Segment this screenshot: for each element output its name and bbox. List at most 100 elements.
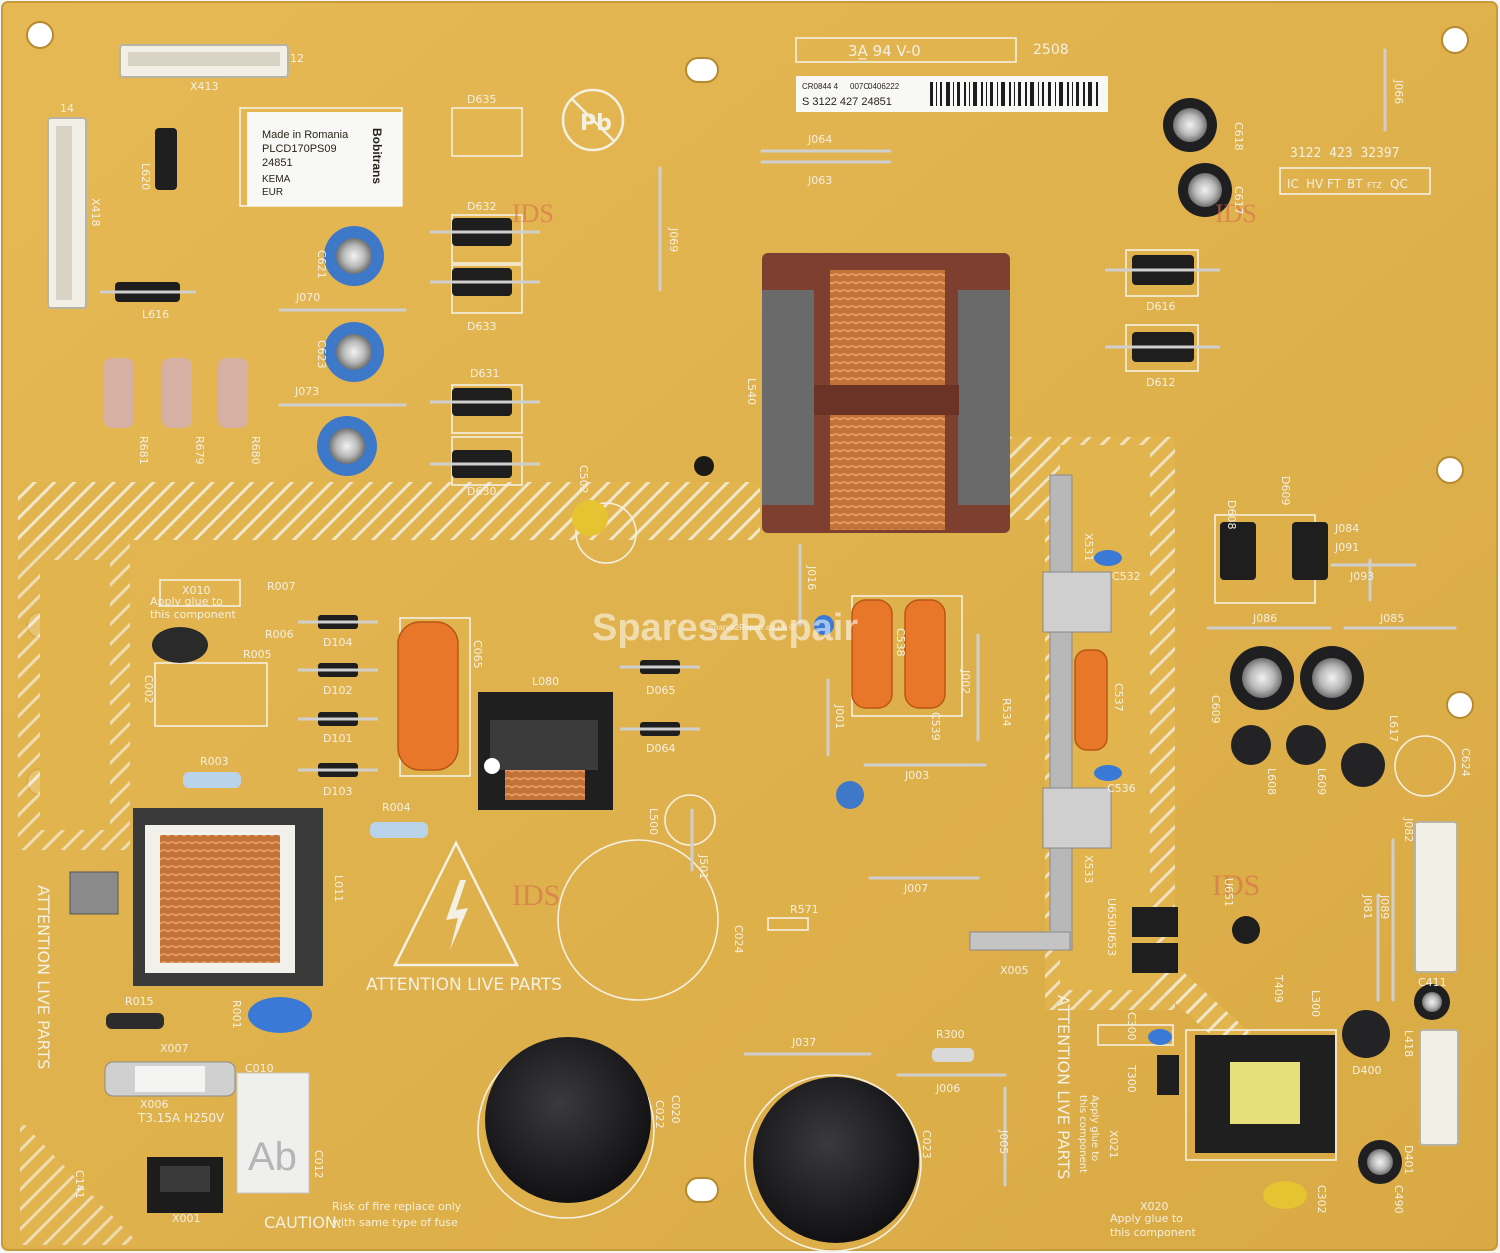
glue-note-bottom-2: this component xyxy=(1110,1226,1196,1239)
label-R007: R007 xyxy=(267,580,296,593)
label-X005: X005 xyxy=(1000,964,1029,977)
transformer-L080 xyxy=(478,692,613,810)
label-L617: L617 xyxy=(1387,715,1400,742)
part-number-text: 3122 423 32397 xyxy=(1290,146,1400,161)
label-R015: R015 xyxy=(125,995,154,1008)
label-C618: C618 xyxy=(1232,122,1245,151)
label-C024: C024 xyxy=(732,925,745,954)
label-R679: R679 xyxy=(193,436,206,465)
barcode-line2: S 3122 427 24851 xyxy=(802,96,892,108)
label-J037: J037 xyxy=(791,1036,816,1049)
label-J086: J086 xyxy=(1252,612,1277,625)
label-C141: C141 xyxy=(73,1170,86,1199)
label-12: 12 xyxy=(290,52,304,65)
label-X418: X418 xyxy=(89,198,102,227)
resistors xyxy=(104,358,974,1062)
label-L609: L609 xyxy=(1315,768,1328,795)
label-D635: D635 xyxy=(467,93,496,106)
board-hole xyxy=(694,456,714,476)
fuse-X006 xyxy=(104,1061,236,1097)
label-J016: J016 xyxy=(805,565,818,590)
label-X020: X020 xyxy=(1140,1200,1169,1213)
label-C624: C624 xyxy=(1459,748,1472,777)
label-C532: C532 xyxy=(1112,570,1141,583)
barcode-line1-a: CR0844 4 xyxy=(802,82,839,91)
common-mode-choke-L540 xyxy=(762,253,1010,533)
label-C411: C411 xyxy=(1418,976,1447,989)
label-R534: R534 xyxy=(1000,698,1013,727)
label-J073: J073 xyxy=(294,385,319,398)
label-L540: L540 xyxy=(745,378,758,405)
label-R003: R003 xyxy=(200,755,229,768)
label-J093: J093 xyxy=(1349,570,1374,583)
label-T409: T409 xyxy=(1272,974,1285,1003)
jumper-wires xyxy=(278,48,1457,1187)
label-J085: J085 xyxy=(1379,612,1404,625)
qc-box-4: FTZ xyxy=(1367,181,1382,190)
attention-live-parts-right: ATTENTION LIVE PARTS xyxy=(1054,995,1073,1179)
sticker-line1: Made in Romania xyxy=(262,129,349,141)
label-J070: J070 xyxy=(295,291,320,304)
barcode-label: CR0844 4 007C 0406222 S 3122 427 24851 xyxy=(796,76,1108,112)
label-R680: R680 xyxy=(249,436,262,465)
label-J063: J063 xyxy=(807,174,832,187)
label-R681: R681 xyxy=(137,436,150,465)
label-X531: X531 xyxy=(1082,533,1095,562)
isolation-hatch xyxy=(18,437,1280,1245)
heatsink-bracket xyxy=(969,474,1112,951)
label-L080: L080 xyxy=(532,675,559,688)
sticker-kema-bottom: EUR xyxy=(262,187,283,198)
watermark-small: Spares2Repair.co.uk © xyxy=(708,623,795,632)
label-R005: R005 xyxy=(243,648,272,661)
label-D064: D064 xyxy=(646,742,675,755)
label-C617: C617 xyxy=(1232,186,1245,215)
label-D101: D101 xyxy=(323,732,352,745)
label-D065: D065 xyxy=(646,684,675,697)
sticker-line3: 24851 xyxy=(262,157,293,169)
label-J005: J005 xyxy=(997,1129,1010,1154)
caution-line2: with same type of fuse xyxy=(332,1216,458,1229)
qc-box-0: IC xyxy=(1287,177,1299,191)
label-D608: D608 xyxy=(1225,500,1238,529)
label-J006: J006 xyxy=(935,1082,960,1095)
lead-free-icon: Pb xyxy=(561,88,625,152)
label-J501: J501 xyxy=(697,854,710,879)
ids-marks: IDS IDS IDS IDS xyxy=(512,199,1260,912)
caution-line1: Risk of fire replace only xyxy=(332,1200,462,1213)
label-D103: D103 xyxy=(323,785,352,798)
label-C300: C300 xyxy=(1125,1012,1138,1041)
glue-note-right-2: this component xyxy=(1077,1095,1088,1173)
label-J066: J066 xyxy=(1392,79,1405,104)
label-X021: X021 xyxy=(1107,1130,1120,1159)
label-D633: D633 xyxy=(467,320,496,333)
x-capacitor-C010 xyxy=(236,1072,310,1194)
label-L500: L500 xyxy=(647,808,660,835)
label-C621: C621 xyxy=(315,250,328,279)
label-C022: C022 xyxy=(653,1100,666,1129)
label-D401: D401 xyxy=(1402,1145,1415,1174)
qc-box-3: BT xyxy=(1347,177,1363,191)
label-R001: R001 xyxy=(230,1000,243,1029)
glue-note-bottom-1: Apply glue to xyxy=(1110,1212,1183,1225)
qc-box-2: FT xyxy=(1327,177,1342,191)
sticker-kema-top: KEMA xyxy=(262,174,291,185)
barcode-line1-b: 007C xyxy=(850,82,869,91)
label-C490: C490 xyxy=(1392,1185,1405,1214)
label-J002: J002 xyxy=(959,669,972,694)
label-D630: D630 xyxy=(467,485,496,498)
ic-chips xyxy=(1132,907,1260,1095)
label-X001: X001 xyxy=(172,1212,201,1225)
label-C539: C539 xyxy=(929,712,942,741)
fuse-rating: T3.15A H250V xyxy=(137,1111,225,1125)
label-C010: C010 xyxy=(245,1062,274,1075)
label-X010: X010 xyxy=(182,584,211,597)
component-labels: X413 12 14 X418 L620 L616 D635 D632 D633… xyxy=(60,52,1472,1225)
qc-boxes: IC HV FT BT FTZ QC xyxy=(1287,177,1408,191)
label-C502: C502 xyxy=(577,465,590,494)
label-L300: L300 xyxy=(1309,990,1322,1017)
label-D631: D631 xyxy=(470,367,499,380)
drum-inductors xyxy=(1231,725,1390,1058)
qc-box-5: QC xyxy=(1390,177,1408,191)
label-J064: J064 xyxy=(807,133,832,146)
label-R006: R006 xyxy=(265,628,294,641)
